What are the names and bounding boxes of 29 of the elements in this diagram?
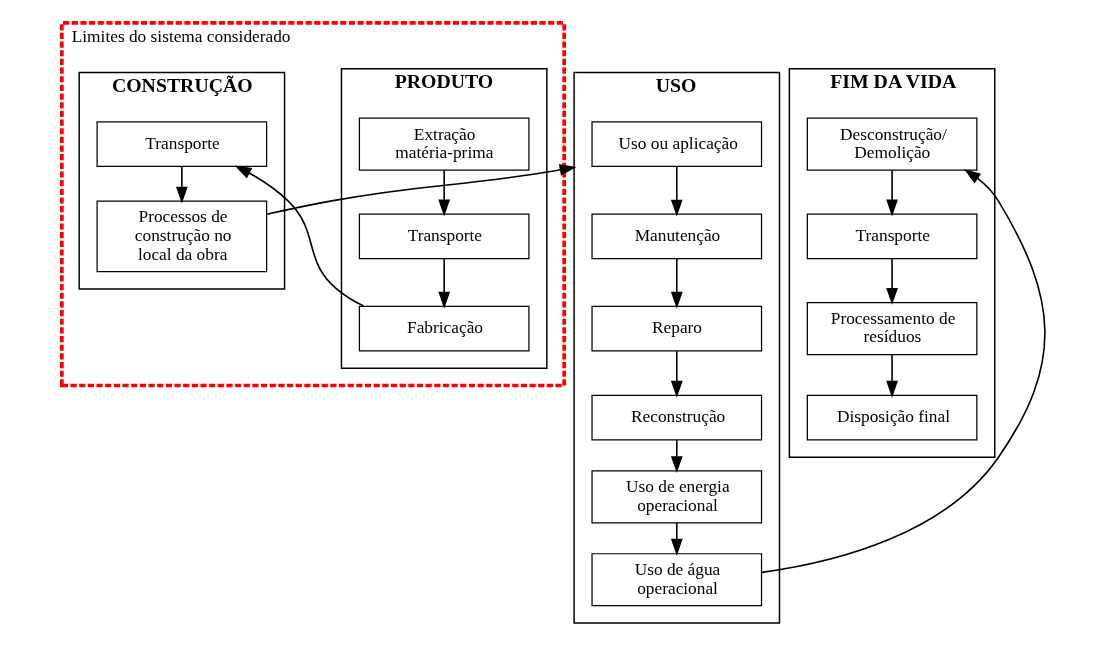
node-box: Disposição final bbox=[806, 394, 977, 441]
node-box: Reconstrução bbox=[590, 394, 762, 441]
arrow bbox=[885, 169, 898, 217]
node-box: Uso ou aplicação bbox=[590, 121, 762, 168]
node-box: Transporte bbox=[358, 213, 530, 260]
node-box: Uso de energia operacional bbox=[590, 470, 762, 524]
arrow bbox=[670, 258, 683, 309]
arrow bbox=[437, 258, 450, 309]
arrow bbox=[885, 258, 898, 305]
arrow bbox=[670, 439, 683, 473]
node-box: Extração matéria-prima bbox=[358, 117, 530, 171]
node-box: Desconstrução/ Demolição bbox=[806, 117, 977, 171]
arrow bbox=[670, 350, 683, 398]
arrow bbox=[234, 165, 364, 307]
node-box: Reparo bbox=[590, 305, 762, 352]
node-box: Processos de construção no local da obra bbox=[96, 200, 267, 273]
node-box: Processamento de resíduos bbox=[806, 301, 977, 356]
arrow bbox=[437, 169, 450, 217]
arrow bbox=[885, 354, 898, 398]
node-box: Transporte bbox=[806, 213, 977, 260]
node-box: Manutenção bbox=[590, 213, 762, 260]
node-box: Transporte bbox=[96, 121, 267, 168]
arrow bbox=[265, 164, 576, 216]
arrow bbox=[670, 165, 683, 217]
arrow bbox=[670, 522, 683, 556]
arrow bbox=[175, 165, 188, 204]
node-box: Uso de água operacional bbox=[590, 553, 762, 607]
node-box: Fabricação bbox=[358, 305, 530, 352]
arrow bbox=[760, 169, 1046, 574]
